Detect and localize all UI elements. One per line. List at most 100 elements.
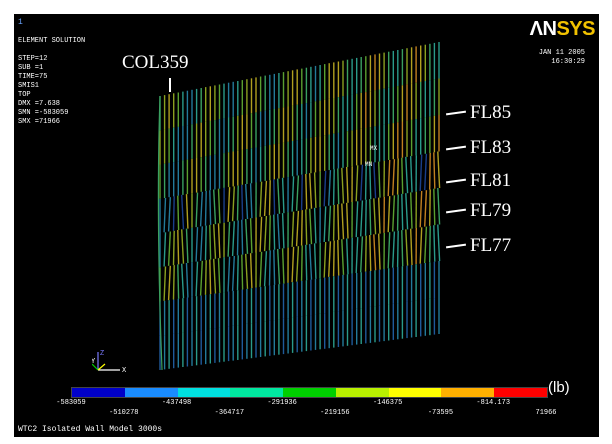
- wall-column-segment: [309, 208, 313, 245]
- wall-column-segment: [163, 197, 167, 233]
- legend-swatch: [177, 388, 231, 397]
- wall-column-segment: [277, 178, 281, 214]
- wall-column-segment: [401, 230, 404, 267]
- legend-swatch: [283, 388, 336, 397]
- legend-swatch: [230, 388, 284, 397]
- wall-column-segment: [291, 246, 295, 283]
- wall-column-segment: [437, 224, 441, 262]
- wall-column-segment: [437, 187, 441, 225]
- wall-column-segment: [313, 243, 317, 279]
- wall-column-segment: [369, 199, 372, 236]
- wall-column-segment: [355, 165, 359, 202]
- wall-column-segment: [163, 232, 167, 267]
- column-pointer: [169, 78, 171, 92]
- wall-column-segment: [424, 153, 428, 191]
- wall-column-segment: [277, 213, 281, 250]
- date-time-block: JAN 11 2005 16:30:29: [539, 49, 585, 67]
- wall-column-segment: [410, 156, 413, 193]
- wall-column-segment: [323, 206, 327, 243]
- wall-column-segment: [241, 219, 244, 255]
- wall-column-segment: [346, 202, 349, 239]
- wall-column-segment: [209, 190, 212, 225]
- wall-column-segment: [373, 198, 377, 235]
- floor-label-fl77: FL77: [445, 235, 511, 257]
- floor-label-fl85: FL85: [445, 102, 511, 124]
- wall-column-segment: [309, 244, 313, 280]
- wall-column-segment: [341, 203, 345, 240]
- legend-tick-label: -73595: [427, 409, 454, 417]
- floor-pointer: [445, 110, 467, 116]
- wall-column-segment: [281, 177, 285, 214]
- wall-column-segment: [245, 218, 249, 254]
- wall-column-segment: [305, 209, 308, 245]
- wall-column-segment: [263, 180, 268, 217]
- legend-tick-label: -583059: [56, 399, 86, 407]
- wall-column-segment: [332, 204, 335, 241]
- wall-column-segment: [236, 220, 239, 256]
- wall-column-segment: [277, 248, 281, 285]
- wall-column-segment: [313, 172, 317, 208]
- solution-param-line: SMN =-583059: [18, 109, 69, 117]
- wall-column-segment: [185, 228, 189, 264]
- wall-column-segment: [396, 158, 399, 195]
- wall-column-segment: [355, 201, 359, 238]
- wall-column-segment: [323, 170, 327, 207]
- solution-param-line: DMX =7.638: [18, 100, 61, 108]
- wall-column-segment: [259, 251, 263, 287]
- wall-column-segment: [199, 226, 203, 261]
- wall-column-segment: [429, 189, 431, 226]
- wall-column-segment: [199, 191, 203, 227]
- solution-param-line: SMIS1: [18, 82, 40, 90]
- wall-column-segment: [199, 260, 203, 296]
- wall-column-segment: [281, 248, 285, 284]
- wall-column-segment: [195, 227, 199, 262]
- wall-column-segment: [163, 266, 167, 301]
- legend-tick-label: -510278: [109, 409, 139, 417]
- wall-column-segment: [305, 244, 308, 281]
- wall-column-segment: [273, 214, 276, 250]
- legend-tick-label: -146375: [372, 399, 403, 407]
- wall-column-segment: [429, 225, 431, 263]
- wall-column-segment: [328, 205, 332, 242]
- column-label: COL359: [122, 52, 189, 73]
- floor-label-text: FL83: [470, 137, 512, 158]
- wall-column-segment: [273, 249, 276, 285]
- wall-column-segment: [204, 225, 207, 261]
- wall-column-segment: [167, 231, 171, 266]
- floor-pointer: [445, 243, 467, 249]
- wall-column-segment: [204, 260, 207, 295]
- wall-column-segment: [177, 264, 180, 299]
- wall-column-segment: [360, 236, 364, 273]
- wall-column-segment: [300, 174, 303, 211]
- wall-column-segment: [181, 229, 185, 264]
- wall-column-segment: [167, 197, 171, 232]
- ansys-logo: ΛNSYS: [530, 18, 596, 41]
- wall-column-segment: [396, 194, 399, 231]
- wall-column-segment: [364, 235, 367, 272]
- wall-column-segment: [346, 166, 349, 203]
- wall-column-segment: [263, 251, 268, 287]
- wall-column-segment: [259, 181, 263, 217]
- wall-column-segment: [167, 265, 171, 301]
- wall-column-segment: [387, 232, 391, 269]
- wall-column-segment: [217, 258, 221, 293]
- wall-column-segment: [419, 227, 423, 264]
- wall-column-segment: [355, 237, 359, 274]
- wall-column-segment: [424, 190, 428, 227]
- floor-pointer: [445, 178, 467, 184]
- wall-column-segment: [195, 192, 199, 228]
- wall-column-segment: [268, 180, 271, 216]
- legend-tick-label: -219156: [320, 409, 350, 417]
- wall-contour-plot: [157, 42, 441, 371]
- solution-title: ELEMENT SOLUTION: [18, 37, 86, 45]
- wall-column-segment: [401, 193, 404, 231]
- wall-column-segment: [360, 200, 364, 237]
- wall-column-segment: [300, 245, 303, 281]
- wall-column-segment: [295, 210, 300, 247]
- window-number: 1: [18, 18, 23, 27]
- wall-column-segment: [364, 199, 367, 236]
- wall-column-segment: [433, 225, 436, 262]
- wall-column-segment: [172, 230, 175, 266]
